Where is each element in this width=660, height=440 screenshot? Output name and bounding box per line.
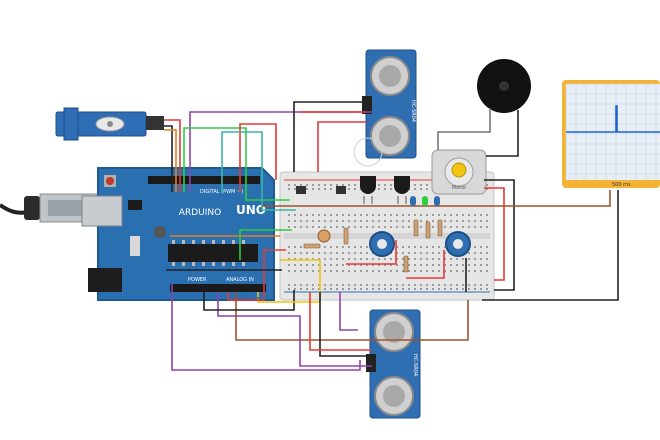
transistor-1[interactable] [360, 176, 376, 204]
led-group[interactable] [410, 196, 440, 206]
arduino-model: UNO [236, 203, 266, 217]
wires [164, 101, 619, 371]
atmega-chip [168, 244, 258, 262]
ultrasonic-top-label: HC-SR04 [410, 100, 416, 122]
slide-switch[interactable] [296, 186, 346, 194]
motor-label: Motor [452, 185, 467, 191]
arduino-brand: ARDUINO [179, 208, 221, 218]
ultrasonic-sensor-top[interactable]: HC-SR04 [362, 49, 417, 159]
potentiometer-1[interactable] [369, 231, 395, 257]
piezo-buzzer[interactable] [477, 59, 531, 113]
photoresistor[interactable] [317, 229, 331, 243]
arduino-board[interactable]: ARDUINO UNO DIGITAL (PWM ~) POWER ANALOG… [81, 167, 275, 301]
resistors[interactable] [303, 219, 443, 273]
analog-label: ANALOG IN [226, 277, 254, 283]
scope-time-label: 500 ms [612, 182, 631, 188]
transistor-2[interactable] [394, 176, 410, 204]
ultrasonic-bottom-label: HC-SR04 [412, 354, 418, 376]
ultrasonic-sensor-bottom[interactable]: HC-SR04 [366, 309, 421, 419]
power-label: POWER [188, 277, 207, 283]
servo-motor[interactable] [55, 107, 164, 141]
oscilloscope[interactable]: 500 ms [562, 80, 660, 188]
dc-motor[interactable]: Motor [431, 149, 487, 195]
usb-jack [81, 195, 123, 227]
potentiometer-2[interactable] [445, 231, 471, 257]
power-jack [88, 268, 122, 292]
